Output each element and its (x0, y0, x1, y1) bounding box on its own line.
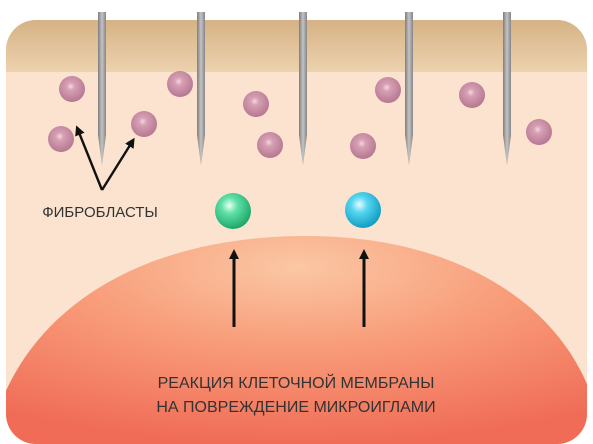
fibroblast (350, 133, 376, 159)
fibroblast (243, 91, 269, 117)
green-cell (215, 193, 251, 229)
fibroblast (167, 71, 193, 97)
microneedle (405, 12, 413, 166)
microneedle (98, 12, 106, 166)
fibroblast (131, 111, 157, 137)
cyan-cell (345, 192, 381, 228)
fibroblast (459, 82, 485, 108)
reaction-label-line1: РЕАКЦИЯ КЛЕТОЧНОЙ МЕМБРАНЫ (158, 373, 435, 392)
fibroblast (526, 119, 552, 145)
fibroblast (257, 132, 283, 158)
microneedle (299, 12, 307, 166)
fibroblast (375, 77, 401, 103)
fibroblasts-label: ФИБРОБЛАСТЫ (42, 204, 158, 221)
microneedle (197, 12, 205, 166)
fibroblast (59, 76, 85, 102)
microneedle (503, 12, 511, 166)
fibroblast (48, 126, 74, 152)
reaction-label-line2: НА ПОВРЕЖДЕНИЕ МИКРОИГЛАМИ (156, 399, 435, 416)
epidermis-layer (6, 20, 587, 72)
